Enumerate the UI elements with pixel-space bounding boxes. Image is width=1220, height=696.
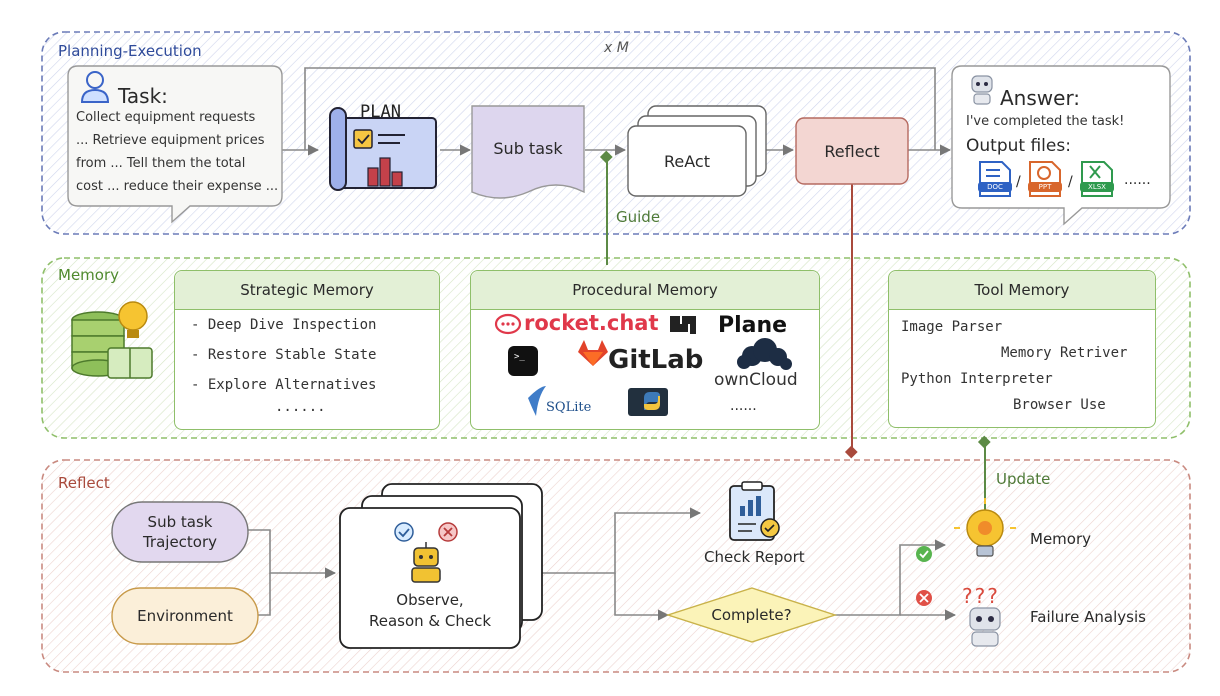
plane-name: Plane (718, 313, 788, 338)
trajectory-label: Sub task Trajectory (112, 502, 248, 562)
answer-message: I've completed the task! (966, 114, 1125, 129)
environment-label: Environment (137, 607, 233, 625)
question-marks: ??? (962, 584, 1000, 608)
file-separator-2: / (1068, 174, 1073, 190)
file-ellipsis: ...... (1124, 172, 1151, 188)
rocketchat-name: rocket.chat (524, 311, 659, 335)
answer-title: Answer: (1000, 86, 1081, 110)
task-line-2: ... Retrieve equipment prices (76, 133, 265, 148)
task-title: Task: (118, 84, 168, 108)
trajectory-label-line-1: Sub task (147, 513, 213, 531)
ppt-file-label: PPT (1038, 183, 1052, 191)
reflect-node-label: Reflect (824, 141, 880, 161)
reflect-panel (41, 459, 1191, 673)
strategic-item-1: - Deep Dive Inspection (191, 317, 377, 333)
observe-label-line-2: Reason & Check (368, 612, 492, 630)
output-files-label: Output files: (966, 136, 1071, 156)
failure-analysis-label: Failure Analysis (1030, 608, 1146, 626)
plan-label: PLAN (360, 102, 401, 122)
strategic-item-3: - Explore Alternatives (191, 377, 377, 393)
subtask-label: Sub task (493, 138, 563, 158)
reflect-section-label: Reflect (58, 474, 110, 492)
tool-memory-card: Tool Memory Image Parser Memory Retriver… (888, 270, 1156, 428)
loop-label: x M (604, 40, 629, 56)
gitlab-name: GitLab (608, 345, 704, 375)
xlsx-file-label: XLSX (1088, 183, 1106, 191)
observe-label: Observe, Reason & Check (340, 586, 520, 636)
tool-item-1: Image Parser (901, 319, 1003, 335)
complete-label: Complete? (711, 606, 792, 624)
check-report-label: Check Report (704, 548, 805, 566)
guide-label: Guide (616, 208, 661, 226)
tool-item-4: Browser Use (1013, 397, 1106, 413)
task-line-4: cost ... reduce their expense ... (76, 179, 279, 194)
tool-memory-title: Tool Memory (889, 271, 1155, 310)
task-line-3: from ... Tell them the total (76, 156, 246, 171)
memory-section-label: Memory (58, 266, 120, 284)
trajectory-label-line-2: Trajectory (142, 533, 218, 551)
planning-section-label: Planning-Execution (58, 42, 202, 60)
memory-result-label: Memory (1030, 530, 1092, 548)
owncloud-name: ownCloud (714, 370, 798, 390)
strategic-memory-card: Strategic Memory - Deep Dive Inspection … (174, 270, 440, 430)
tool-item-3: Python Interpreter (901, 371, 1053, 387)
tool-item-2: Memory Retriver (1001, 345, 1128, 361)
task-line-1: Collect equipment requests (76, 110, 256, 125)
procedural-ellipsis: ...... (730, 398, 757, 414)
observe-label-line-1: Observe, (396, 591, 464, 609)
file-separator-1: / (1016, 174, 1021, 190)
sqlite-name: SQLite (546, 400, 592, 415)
strategic-memory-title: Strategic Memory (175, 271, 439, 310)
strategic-item-4: ...... (275, 399, 326, 415)
strategic-item-2: - Restore Stable State (191, 347, 377, 363)
doc-file-label: DOC (987, 183, 1003, 191)
procedural-memory-title: Procedural Memory (471, 271, 819, 310)
react-label: ReAct (664, 151, 710, 171)
update-label: Update (996, 470, 1051, 488)
loop-arrow (304, 67, 936, 150)
